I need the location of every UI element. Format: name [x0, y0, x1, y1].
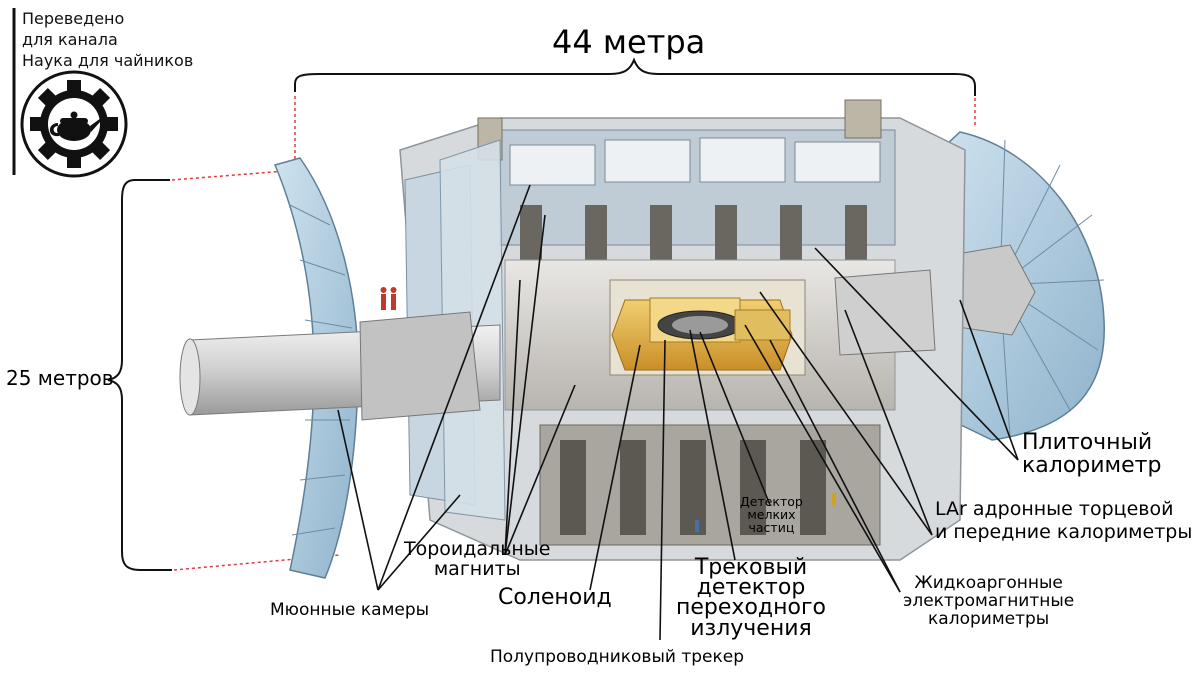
teapot-gear-icon [20, 70, 128, 178]
person-figures [380, 287, 836, 532]
translation-credit: Переведено для канала Наука для чайников [22, 8, 193, 71]
label-trt-line-1: Трековый [694, 555, 808, 580]
label-pixel-detector-line-1: Детектор [740, 494, 803, 509]
label-tile-calorimeter-line-1: Плиточный [1022, 430, 1153, 455]
beam-pipe [179, 269, 936, 421]
label-tile-calorimeter-line-2: калориметр [1022, 453, 1162, 479]
label-lar-hadronic-line-2: и передние калориметры [935, 520, 1193, 543]
length-dimension-brace [294, 57, 976, 172]
label-semiconductor-tracker: Полупроводниковый трекер [490, 647, 744, 667]
label-trt-line-4: излучения [690, 615, 812, 641]
pointer-lines [337, 184, 1019, 641]
label-toroid-magnets-line-1: Тороидальные [404, 538, 551, 560]
credit-line-1: Переведено [22, 9, 125, 28]
label-tile-calorimeter: Плиточный калориметр [1022, 431, 1161, 477]
label-lar-em-line-3: калориметры [928, 608, 1050, 629]
label-trt: Трековый детектор переходного излучения [676, 555, 826, 641]
label-toroid-magnets: Тороидальные магниты [404, 538, 551, 580]
credit-line-3: Наука для чайников [22, 51, 194, 70]
label-lar-hadronic: LAr адронные торцевой и передние калорим… [935, 498, 1193, 543]
label-pixel-detector-line-2: мелких [747, 507, 796, 523]
label-toroid-magnets-line-2: магниты [433, 557, 521, 580]
label-muon-chambers: Мюонные камеры [270, 600, 430, 620]
label-lar-hadronic-line-1: LAr адронные торцевой [935, 498, 1174, 520]
credit-line-2: для канала [22, 30, 118, 49]
label-trt-line-3: переходного [676, 595, 826, 621]
label-lar-em-line-2: электромагнитные [903, 590, 1075, 611]
label-pixel-detector-line-3: частиц [748, 520, 795, 536]
label-lar-em: Жидкоаргонные электромагнитные калоримет… [903, 573, 1075, 629]
inner-detector [609, 279, 806, 376]
height-label: 25 метров [6, 366, 114, 390]
label-solenoid: Соленоид [498, 585, 612, 610]
label-lar-em-line-1: Жидкоаргонные [914, 573, 1063, 593]
label-trt-line-2: детектор [696, 575, 806, 601]
length-label: 44 метра [552, 23, 706, 61]
label-pixel-detector: Детектор мелких частиц [740, 494, 803, 536]
